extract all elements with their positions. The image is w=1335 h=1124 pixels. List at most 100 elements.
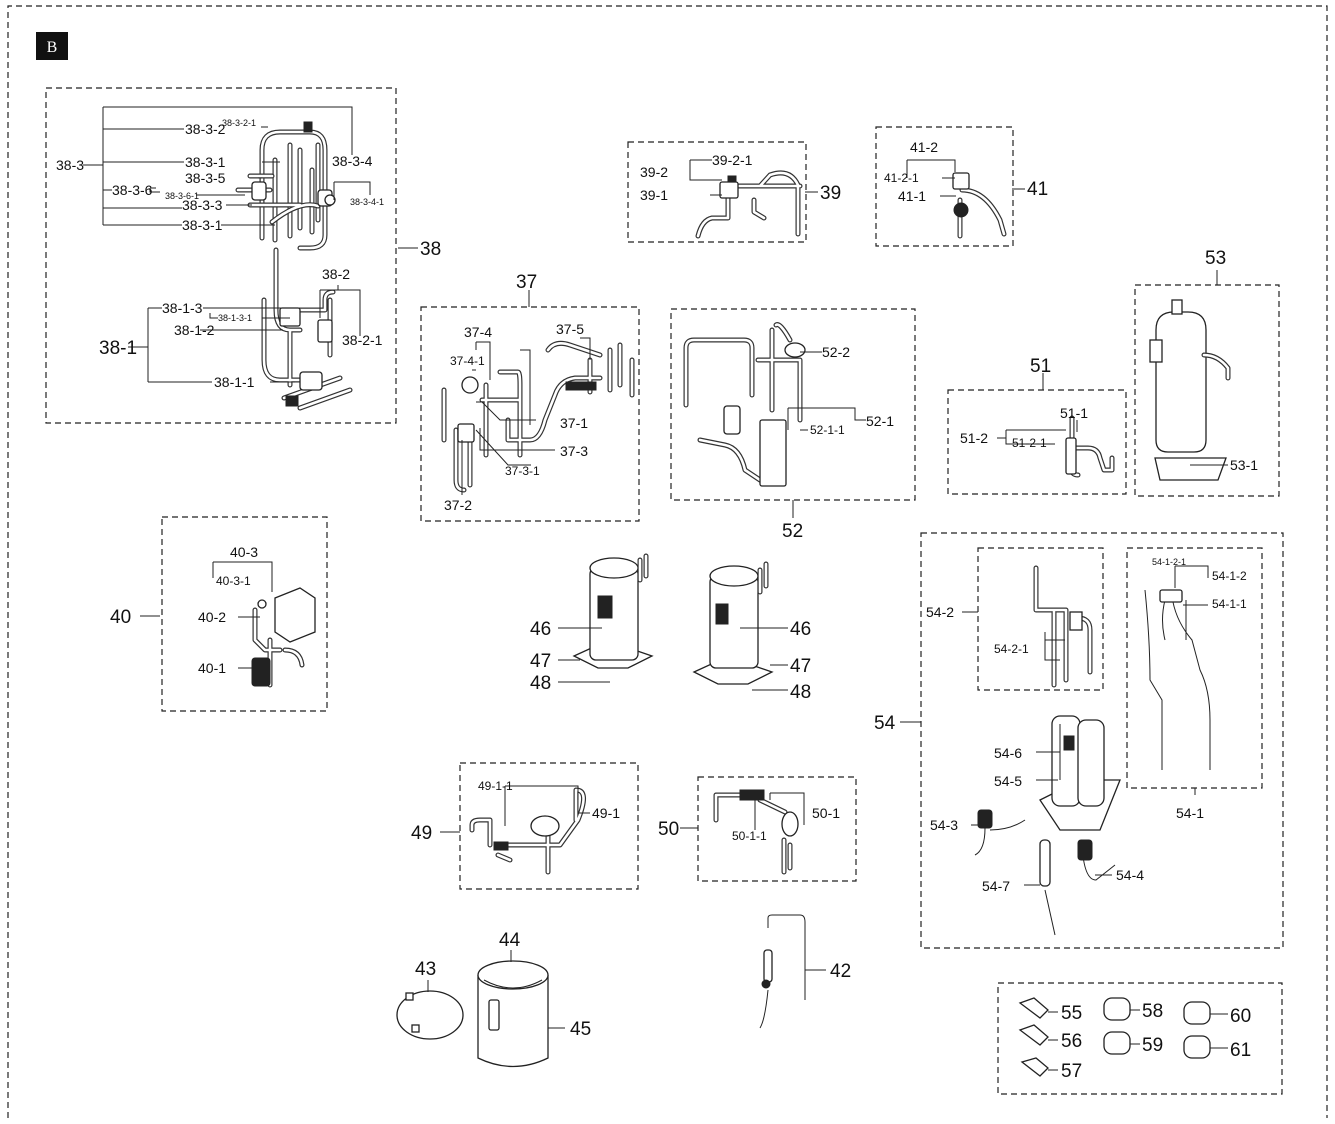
callout-54-4: 54-4 — [1116, 867, 1144, 883]
callout-54-7: 54-7 — [982, 878, 1010, 894]
callout-52: 52 — [782, 521, 803, 542]
callout-40-3: 40-3 — [230, 544, 258, 560]
callout-38-3: 38-3 — [56, 157, 84, 173]
group-52 — [670, 308, 916, 518]
callout-41-1: 41-1 — [898, 188, 926, 204]
section-badge: B — [47, 39, 58, 56]
callout-46-left: 46 — [530, 619, 551, 640]
callout-52-2: 52-2 — [822, 344, 850, 360]
callout-60: 60 — [1230, 1006, 1251, 1027]
callout-51-2-1: 51-2-1 — [1012, 436, 1047, 450]
callout-37-1: 37-1 — [560, 415, 588, 431]
callout-40: 40 — [110, 607, 131, 628]
group-51 — [947, 373, 1127, 495]
callout-51: 51 — [1030, 356, 1051, 377]
callout-48-right: 48 — [790, 682, 811, 703]
callout-39: 39 — [820, 183, 841, 204]
callout-41-2-1: 41-2-1 — [884, 171, 919, 185]
callout-53-1: 53-1 — [1230, 457, 1258, 473]
callout-48-left: 48 — [530, 673, 551, 694]
callout-43: 43 — [415, 959, 436, 980]
callout-37: 37 — [516, 272, 537, 293]
group-40 — [140, 516, 328, 712]
assembly-38-3-drawing — [235, 121, 336, 251]
group-38 — [45, 87, 418, 424]
callout-37-3-1: 37-3-1 — [505, 464, 540, 478]
callout-38-1: 38-1 — [99, 338, 137, 359]
callout-41-2: 41-2 — [910, 139, 938, 155]
callout-37-5: 37-5 — [556, 321, 584, 337]
callout-58: 58 — [1142, 1001, 1163, 1022]
callout-54-2-1: 54-2-1 — [994, 642, 1029, 656]
callout-56: 56 — [1061, 1031, 1082, 1052]
callout-40-3-1: 40-3-1 — [216, 574, 251, 588]
callout-38: 38 — [420, 239, 441, 260]
group-37 — [420, 290, 640, 522]
callout-52-1: 52-1 — [866, 413, 894, 429]
callout-54-6: 54-6 — [994, 745, 1022, 761]
callout-51-1: 51-1 — [1060, 405, 1088, 421]
callout-55: 55 — [1061, 1003, 1082, 1024]
callout-54-1-2-1: 54-1-2-1 — [1152, 557, 1186, 567]
callout-49-1: 49-1 — [592, 805, 620, 821]
callout-38-3-2: 38-3-2 — [185, 121, 226, 137]
compressor-right — [692, 561, 788, 691]
section-frame — [7, 5, 1328, 1118]
callout-38-1-1: 38-1-1 — [214, 374, 255, 390]
callout-52-1-1: 52-1-1 — [810, 423, 845, 437]
callout-38-3-1-bottom: 38-3-1 — [182, 217, 223, 233]
callout-46-right: 46 — [790, 619, 811, 640]
callout-38-2: 38-2 — [322, 266, 350, 282]
callout-39-2: 39-2 — [640, 164, 668, 180]
callout-38-3-3: 38-3-3 — [182, 197, 223, 213]
callout-50: 50 — [658, 819, 679, 840]
part-42 — [759, 914, 826, 1029]
group-54 — [900, 532, 1284, 949]
compressor-left — [558, 553, 654, 683]
receiver-tank — [1155, 311, 1207, 453]
callout-51-2: 51-2 — [960, 430, 988, 446]
callout-38-2-1: 38-2-1 — [342, 332, 383, 348]
callout-37-3: 37-3 — [560, 443, 588, 459]
group-49 — [440, 762, 639, 890]
callout-49-1-1: 49-1-1 — [478, 779, 513, 793]
callout-38-3-4: 38-3-4 — [332, 153, 373, 169]
callout-38-1-3: 38-1-3 — [162, 300, 203, 316]
callout-54: 54 — [874, 713, 896, 734]
callout-37-2: 37-2 — [444, 497, 472, 513]
callout-57: 57 — [1061, 1061, 1082, 1082]
callout-54-2: 54-2 — [926, 604, 954, 620]
callout-47-right: 47 — [790, 656, 811, 677]
callout-53: 53 — [1205, 248, 1226, 269]
callout-54-1-1: 54-1-1 — [1212, 597, 1247, 611]
callout-37-4-1: 37-4-1 — [450, 354, 485, 368]
callout-38-3-6-1: 38-3-6-1 — [165, 191, 199, 201]
callout-42: 42 — [830, 961, 851, 982]
callout-39-1: 39-1 — [640, 187, 668, 203]
parts-55-61 — [997, 982, 1283, 1095]
callout-44: 44 — [499, 930, 521, 951]
callout-45: 45 — [570, 1019, 591, 1040]
section-badge-bg — [36, 32, 68, 60]
group-50 — [680, 776, 857, 882]
callout-38-3-1-top: 38-3-1 — [185, 154, 226, 170]
group-53 — [1134, 270, 1280, 497]
callout-50-1: 50-1 — [812, 805, 840, 821]
callout-38-3-2-1: 38-3-2-1 — [222, 118, 256, 128]
callout-59: 59 — [1142, 1035, 1163, 1056]
callout-49: 49 — [411, 823, 432, 844]
callout-40-2: 40-2 — [198, 609, 226, 625]
callout-40-1: 40-1 — [198, 660, 226, 676]
group-41 — [875, 126, 1025, 247]
callout-61: 61 — [1230, 1040, 1251, 1061]
callout-41: 41 — [1027, 179, 1048, 200]
callout-54-1-2: 54-1-2 — [1212, 569, 1247, 583]
group-39 — [627, 141, 818, 243]
callout-38-3-4-1: 38-3-4-1 — [350, 197, 384, 207]
callout-38-3-5: 38-3-5 — [185, 170, 226, 186]
callout-50-1-1: 50-1-1 — [732, 829, 767, 843]
assembly-38-1-drawing — [261, 247, 353, 411]
callout-39-2-1: 39-2-1 — [712, 152, 753, 168]
callout-38-1-3-1: 38-1-3-1 — [218, 313, 252, 323]
